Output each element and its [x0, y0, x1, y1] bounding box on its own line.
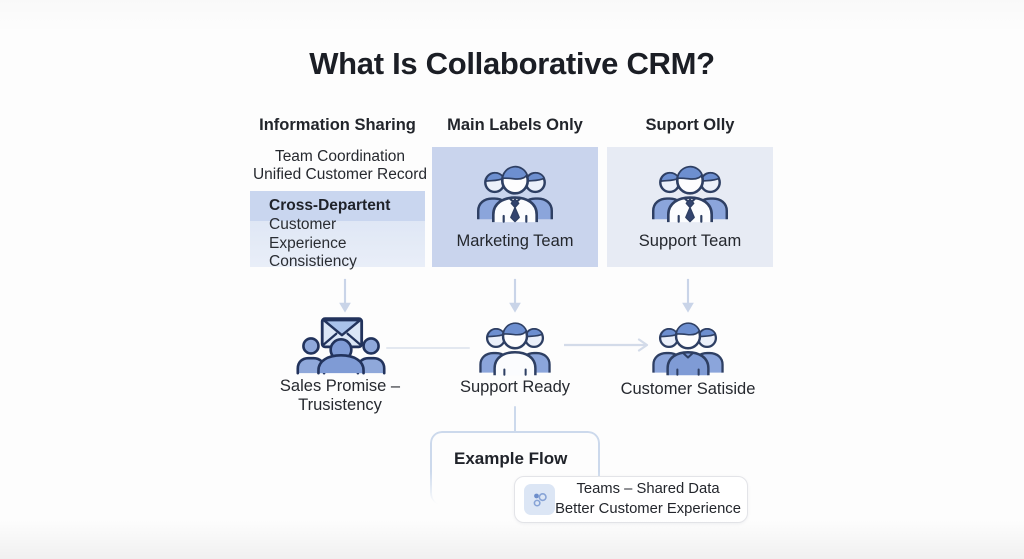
team-icon	[644, 158, 736, 224]
highlight-band-cross-department: Cross-Departent	[250, 191, 425, 221]
column-header-main-labels-only: Main Labels Only	[447, 116, 583, 134]
marketing-team-card: Marketing Team	[432, 147, 598, 267]
summary-card-line1: Teams – Shared Data	[576, 480, 720, 497]
cluster-icon	[524, 484, 555, 515]
flow-node-support-ready-label: Support Ready	[459, 378, 571, 396]
example-flow-label: Example Flow	[454, 449, 568, 468]
page-title: What Is Collaborative CRM?	[309, 46, 715, 81]
flow-node-customer-satisfied-label: Customer Satiside	[620, 380, 756, 398]
team-icon	[469, 158, 561, 224]
summary-card: Teams – Shared Data Better Customer Expe…	[514, 476, 748, 523]
highlight-band-label: Cross-Departent	[269, 197, 391, 214]
down-arrow-icon	[679, 277, 697, 315]
band-customer-experience: Customer Experience Consistiency	[250, 216, 425, 270]
summary-card-line2: Better Customer Experience	[555, 500, 741, 517]
info-item-unified-customer-record: Unified Customer Record	[252, 166, 427, 183]
information-items: Team Coordination Unified Customer Recor…	[250, 148, 430, 184]
column-header-information-sharing: Information Sharing	[259, 116, 416, 134]
connector-line-vertical	[514, 406, 516, 432]
column-header-support: Suport Olly	[645, 116, 735, 134]
flow-node-sales-promise-label: Sales Promise – Trusistency	[279, 377, 401, 414]
support-team-card: Support Team	[607, 147, 773, 267]
team-icon	[471, 315, 559, 377]
arrow-right-icon	[563, 338, 655, 352]
marketing-team-label: Marketing Team	[456, 232, 574, 250]
team-icon	[644, 315, 732, 377]
down-arrow-icon	[336, 277, 354, 315]
down-arrow-icon	[506, 277, 524, 315]
band-customer-experience-label: Customer Experience Consistiency	[269, 216, 357, 271]
info-item-team-coordination: Team Coordination	[274, 148, 406, 165]
summary-card-text: Teams – Shared Data Better Customer Expe…	[555, 480, 747, 519]
support-team-label: Support Team	[638, 232, 742, 250]
mail-group-icon	[294, 314, 388, 376]
connector-line	[386, 347, 470, 349]
example-flow-box	[430, 431, 600, 505]
